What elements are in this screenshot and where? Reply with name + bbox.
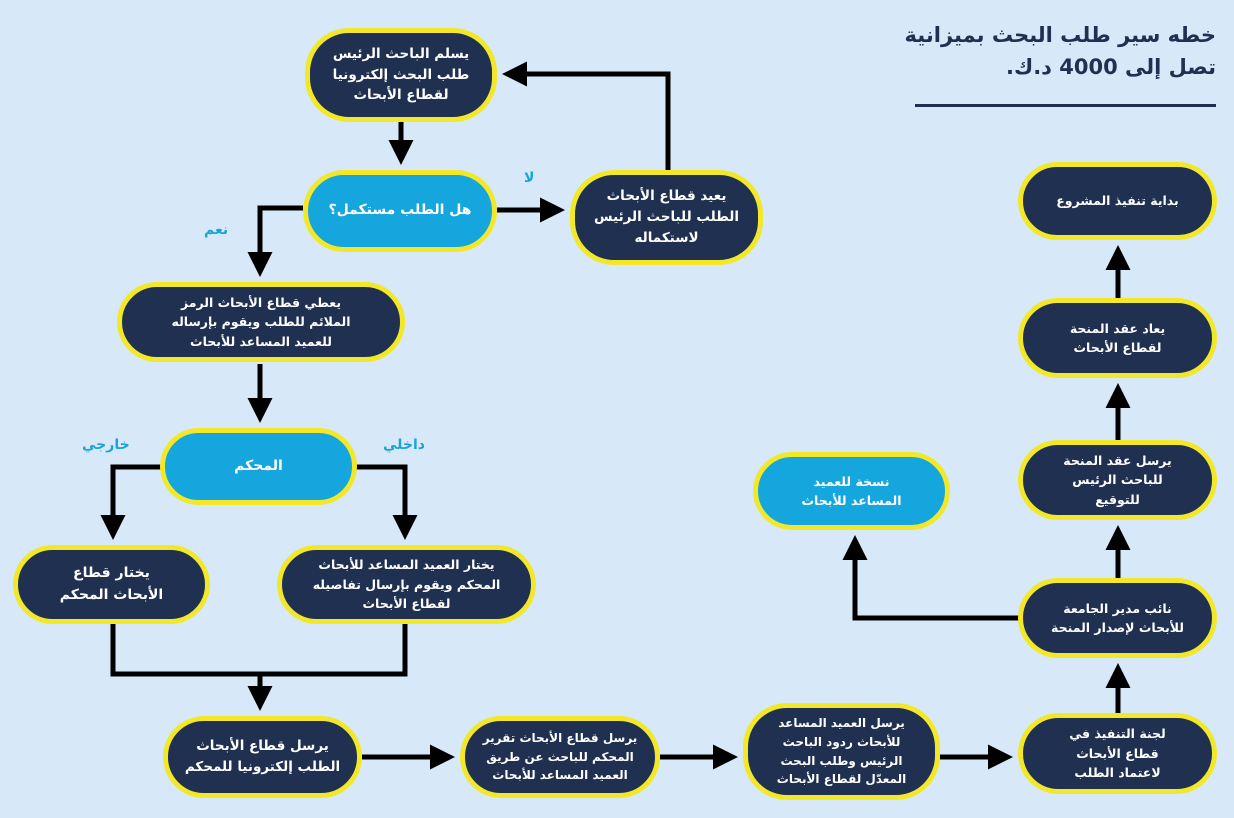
node-submit: يسلم الباحث الرئيس طلب البحث إلكترونيا ل… xyxy=(305,28,497,122)
node-vice-president: نائب مدير الجامعة للأبحاث لإصدار المنحة xyxy=(1018,578,1217,658)
node-copy: نسخة للعميد المساعد للأبحاث xyxy=(753,452,950,530)
title-line-1: خطه سير طلب البحث بميزانية xyxy=(904,23,1216,47)
node-committee: لجنة التنفيذ في قطاع الأبحاث لاعتماد الط… xyxy=(1018,713,1217,794)
label-no: لا xyxy=(524,170,535,186)
node-contract-prepared: يعاد عقد المنحة لقطاع الأبحاث xyxy=(1018,298,1217,378)
label-yes: نعم xyxy=(204,222,229,238)
node-send-contract: يرسل عقد المنحة للباحث الرئيس للتوقيع xyxy=(1018,440,1217,520)
node-external: يختار قطاع الأبحاث المحكم xyxy=(13,545,210,624)
node-return: يعيد قطاع الأبحاث الطلب للباحث الرئيس لا… xyxy=(570,170,763,265)
arrow-internal xyxy=(355,464,418,540)
node-send-report: يرسل قطاع الأبحاث تقرير المحكم للباحث عن… xyxy=(460,716,660,798)
label-external: خارجي xyxy=(82,437,130,453)
arrow-return-to-submit xyxy=(502,61,671,170)
diagram-title: خطه سير طلب البحث بميزانية تصل إلى 4000 … xyxy=(896,20,1216,83)
merge-line xyxy=(110,624,408,677)
title-underline xyxy=(915,104,1216,107)
node-internal: يختار العميد المساعد للأبحاث المحكم ويقو… xyxy=(277,545,536,624)
node-is-complete: هل الطلب مستكمل؟ xyxy=(303,170,497,252)
arrow-vp-to-copy xyxy=(842,535,1020,621)
label-internal: داخلي xyxy=(383,437,425,453)
node-assign-code: يعطي قطاع الأبحاث الرمز الملائم للطلب وي… xyxy=(117,282,405,362)
arrow-yes xyxy=(247,205,303,277)
node-start: بداية تنفيذ المشروع xyxy=(1018,162,1217,240)
node-reviewer: المحكم xyxy=(160,428,357,505)
arrow-external xyxy=(100,464,162,540)
node-send-to-reviewer: يرسل قطاع الأبحاث الطلب إلكترونيا للمحكم xyxy=(163,716,362,798)
title-line-2: تصل إلى 4000 د.ك. xyxy=(1005,54,1216,79)
node-send-responses: يرسل العميد المساعد للأبحاث ردود الباحث … xyxy=(743,703,940,800)
